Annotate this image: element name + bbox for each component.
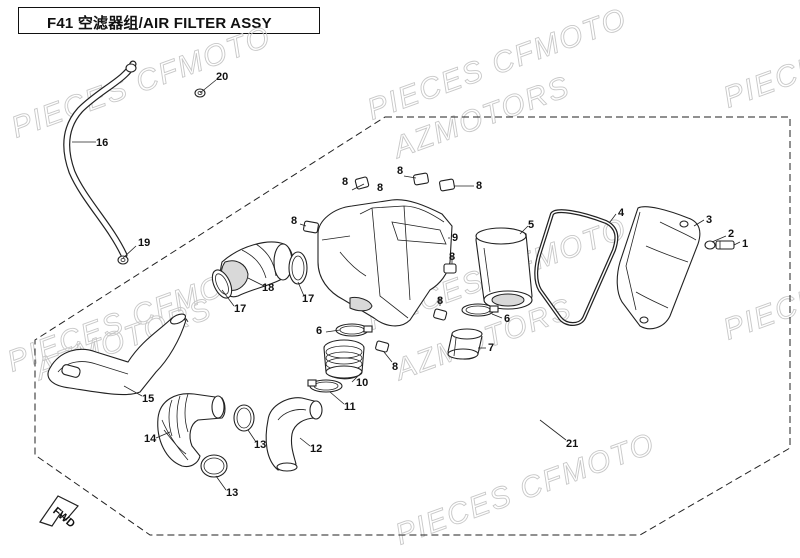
air-box-body-9 [317,199,453,327]
elbow-hose-12 [265,397,323,472]
watermark-text: PIECES CFMOTO [391,427,660,552]
callout-label: 3 [706,214,712,226]
callout-label: 8 [392,361,398,373]
forward-direction-arrow: FWD [39,495,79,530]
air-filter-element-5 [475,227,533,310]
callout-label: 4 [618,207,625,219]
leader-lines [72,79,741,491]
clip-8 [303,172,457,353]
callout-label: 16 [96,137,108,149]
callout-label: 1 [742,238,748,250]
grommet-2 [704,240,716,250]
callout-label: 15 [142,393,154,405]
callout-label: 19 [138,237,150,249]
callout-label: 2 [728,228,734,240]
callout-label: 13 [226,487,238,499]
filter-sleeve-7 [447,328,483,360]
callout-label: 5 [528,219,534,231]
hose-clamp-11 [307,379,343,393]
hose-clamp-6-left [335,323,373,337]
air-box-seal-4 [534,209,619,326]
hose-clamp-13-upper [233,404,255,432]
callout-label: 8 [377,182,383,194]
clamp-ring-17-left [211,269,233,299]
callout-label: 8 [291,215,297,227]
air-box-cover-3 [616,206,701,330]
callout-label: 6 [316,325,322,337]
hose-clamp-13-lower [200,454,228,478]
hose-clip-19 [117,255,129,265]
corrugated-duct-14 [157,393,226,468]
intake-duct-15 [47,313,189,396]
clamp-ring-17-right [288,251,308,285]
callout-label: 11 [344,401,356,413]
callout-label: 7 [488,342,494,354]
callout-label: 13 [254,439,266,451]
boot-10 [323,339,365,380]
callout-labels: 1 2 3 4 5 6 6 7 8 8 8 8 8 8 8 8 9 10 11 … [96,71,748,499]
callout-label: 20 [216,71,228,83]
hose-clamp-6-right [461,303,499,317]
watermark-text: PIECES CFMOTO [719,0,800,115]
callout-label: 18 [262,282,274,294]
callout-label: 14 [144,433,157,445]
watermark-text: PIECES CFMOTO [7,20,276,145]
callout-label: 17 [302,293,314,305]
diagram-title: F41 空滤器组/AIR FILTER ASSY [47,15,272,32]
callout-label: 12 [310,443,322,455]
screw-1 [715,240,735,250]
callout-label: 9 [452,232,458,244]
callout-label: 8 [397,165,403,177]
diagram-title-box: F41 空滤器组/AIR FILTER ASSY [18,7,320,34]
vent-hose-16 [63,60,137,259]
callout-label: 8 [476,180,482,192]
callout-label: 10 [356,377,368,389]
callout-label: 21 [566,438,578,450]
callout-label: 6 [504,313,510,325]
callout-label: 8 [342,176,348,188]
callout-label: 17 [234,303,246,315]
callout-label: 8 [437,295,443,307]
callout-label: 8 [449,251,455,263]
